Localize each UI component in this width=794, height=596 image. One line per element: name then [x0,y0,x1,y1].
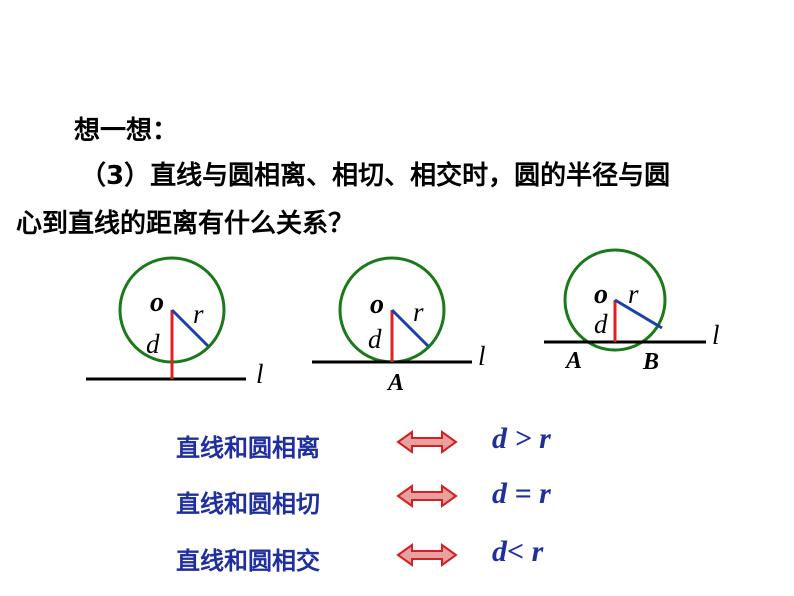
distance-label-3: d [594,309,608,339]
relation-symbol-tangent: d = r [492,477,551,510]
figure-intersect: o r d l A B [544,248,720,375]
center-label-2: o [370,289,384,320]
line-label-2: l [478,341,486,371]
radius-2 [390,308,430,348]
radius-3 [614,298,663,330]
tangent-point-label: A [386,370,404,396]
double-arrow-icon [396,484,458,508]
radius-label-1: r [193,299,204,329]
figure-tangent: o r d l A [312,256,486,396]
double-arrow-icon [396,543,458,567]
intersect-point-b: B [642,349,659,375]
relation-text-tangent: 直线和圆相切 [176,490,320,518]
double-arrow-icon [396,430,458,454]
figure-separate: o r d l [86,256,264,389]
radius-label-3: r [628,279,639,309]
relation-symbol-intersect: d< r [492,535,544,568]
line-label-1: l [256,359,264,389]
distance-label-2: d [368,324,382,354]
relation-text-intersect: 直线和圆相交 [176,547,320,575]
distance-label-1: d [146,329,160,359]
center-label-1: o [150,287,164,318]
radius-1 [170,308,210,348]
line-label-3: l [712,320,720,350]
intersect-point-a: A [564,348,582,374]
radius-label-2: r [413,297,424,327]
center-label-3: o [594,279,608,310]
heading: 想一想： [74,116,179,146]
question-line-1: （3）直线与圆相离、相切、相交时，圆的半径与圆 [80,161,671,191]
relation-symbol-separate: d > r [492,422,551,455]
relation-text-separate: 直线和圆相离 [176,434,320,462]
circle-3 [563,248,667,352]
question-line-2: 心到直线的距离有什么关系？ [16,209,355,239]
